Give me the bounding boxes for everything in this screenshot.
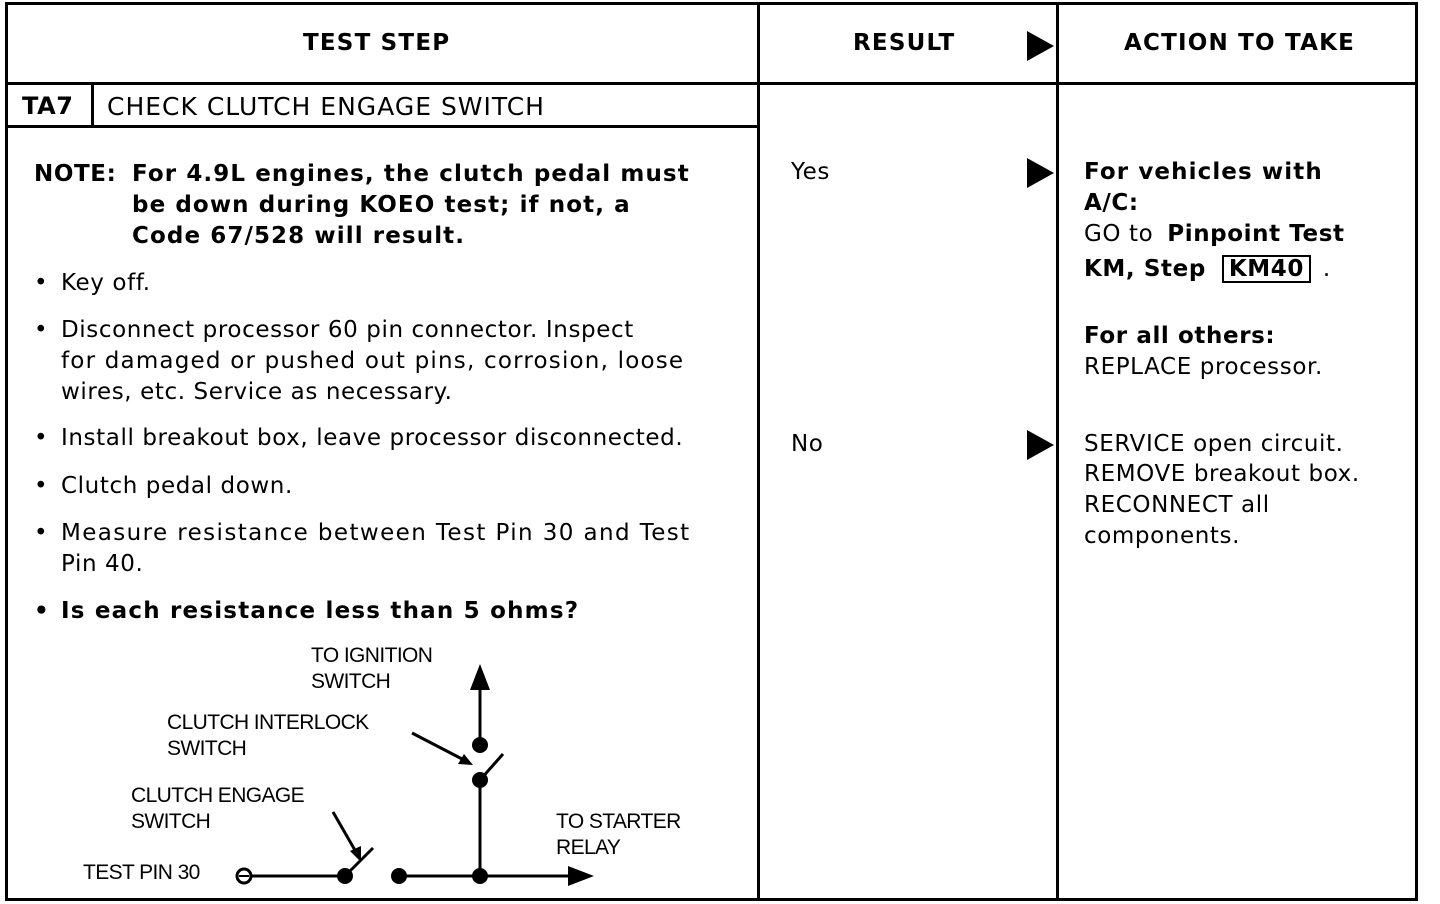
label-line: CLUTCH INTERLOCK	[167, 711, 369, 734]
result-no-arrow-icon	[1027, 430, 1054, 460]
table-bottom-border	[5, 898, 1418, 901]
label-line: SWITCH	[311, 670, 391, 693]
junction-node	[472, 868, 488, 884]
step-id-divider	[91, 84, 94, 128]
bullet-dot: •	[34, 270, 49, 296]
action-yes-replace: REPLACE processor.	[1084, 354, 1323, 380]
label-line: SWITCH	[131, 810, 211, 833]
action-no-line-2: REMOVE breakout box.	[1084, 461, 1360, 487]
engage-leader-arrow-icon	[350, 846, 361, 862]
label-line: CLUTCH ENGAGE	[131, 784, 305, 807]
step-title: CHECK CLUTCH ENGAGE SWITCH	[107, 92, 545, 121]
bullet-dot: •	[34, 317, 49, 343]
bullet-text: Clutch pedal down.	[61, 473, 293, 499]
wiring-diagram	[235, 664, 594, 886]
note-line-2: be down during KOEO test; if not, a	[132, 192, 631, 218]
label-clutch-engage: CLUTCH ENGAGE SWITCH	[131, 783, 305, 835]
header-result: RESULT	[853, 30, 956, 56]
result-no: No	[791, 431, 824, 457]
action-yes-go: GO to Pinpoint Test	[1084, 219, 1345, 250]
bullet-text: Pin 40.	[61, 551, 144, 577]
header-test-step: TEST STEP	[303, 30, 451, 56]
action-yes-step: KM, Step KM40 .	[1084, 254, 1331, 285]
interlock-switch-blade	[478, 753, 505, 781]
bullet-text: Disconnect processor 60 pin connector. I…	[61, 317, 634, 343]
bullet-text: Key off.	[61, 270, 151, 296]
table-top-border	[5, 2, 1418, 5]
label-to-ignition: TO IGNITION SWITCH	[311, 643, 433, 695]
action-km-text: KM, Step	[1084, 256, 1206, 282]
result-yes-arrow-icon	[1027, 158, 1054, 188]
bullet-dot: •	[34, 473, 49, 499]
label-line: SWITCH	[167, 737, 247, 760]
interlock-leader	[411, 731, 465, 762]
bullet-text: Is each resistance less than 5 ohms?	[61, 598, 580, 624]
bullet-text: wires, etc. Service as necessary.	[61, 379, 453, 405]
arrow-right-icon	[568, 866, 594, 886]
header-divider	[5, 82, 1418, 85]
step-title-underline	[5, 125, 759, 128]
action-yes-ac: A/C:	[1084, 190, 1139, 216]
interlock-leader-arrow-icon	[458, 754, 473, 765]
column-divider-action	[1056, 2, 1059, 901]
bullet-text: for damaged or pushed out pins, corrosio…	[61, 348, 685, 374]
bullet-dot: •	[34, 520, 49, 546]
action-go-text: GO to	[1084, 221, 1154, 247]
bullet-text: Measure resistance between Test Pin 30 a…	[61, 520, 691, 546]
note-label: NOTE:	[34, 161, 117, 187]
action-no-line-4: components.	[1084, 523, 1241, 549]
action-period: .	[1322, 256, 1331, 282]
result-yes: Yes	[791, 159, 830, 185]
label-line: RELAY	[556, 836, 621, 859]
note-line-3: Code 67/528 will result.	[132, 223, 466, 249]
header-result-arrow-icon	[1027, 31, 1054, 61]
note-line-1: For 4.9L engines, the clutch pedal must	[132, 161, 690, 187]
action-yes-others: For all others:	[1084, 323, 1276, 349]
label-to-starter: TO STARTER RELAY	[556, 809, 681, 861]
label-test-pin-30: TEST PIN 30	[83, 861, 200, 884]
interlock-top-terminal	[472, 737, 488, 753]
table-left-border	[5, 2, 8, 901]
action-step-ref: KM40	[1221, 255, 1311, 283]
label-clutch-interlock: CLUTCH INTERLOCK SWITCH	[167, 710, 369, 762]
action-no-line-1: SERVICE open circuit.	[1084, 431, 1344, 457]
action-no-line-3: RECONNECT all	[1084, 492, 1270, 518]
label-line: TO IGNITION	[311, 644, 433, 667]
bullet-dot: •	[34, 598, 50, 624]
table-right-border	[1415, 2, 1418, 901]
action-yes-vehicles: For vehicles with	[1084, 159, 1323, 185]
bullet-dot: •	[34, 425, 49, 451]
engage-switch-blade	[343, 846, 375, 878]
step-id: TA7	[22, 92, 74, 120]
action-pinpoint-text: Pinpoint Test	[1167, 221, 1345, 247]
engage-leader	[331, 811, 358, 853]
label-line: TO STARTER	[556, 810, 681, 833]
arrow-up-icon	[470, 664, 490, 690]
column-divider-result	[757, 2, 760, 901]
header-action: ACTION TO TAKE	[1124, 30, 1356, 56]
bullet-text: Install breakout box, leave processor di…	[61, 425, 684, 451]
